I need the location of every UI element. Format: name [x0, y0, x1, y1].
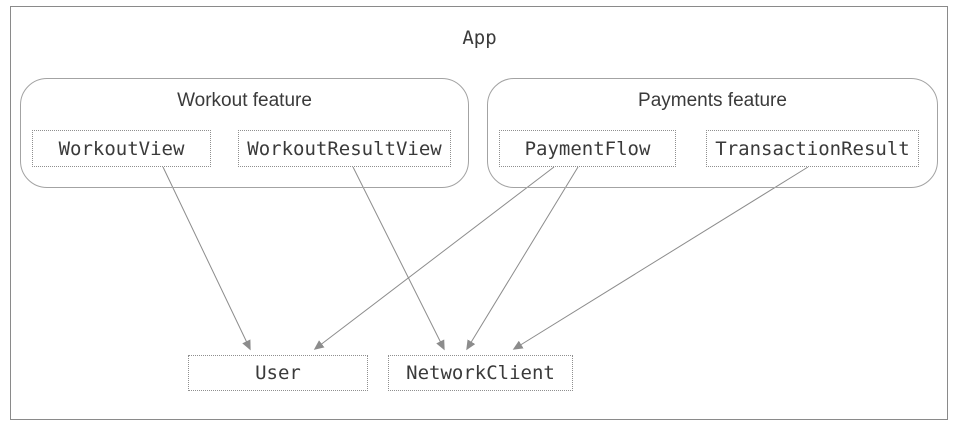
node-transactionresult: TransactionResult [706, 130, 919, 167]
app-container-box [10, 6, 948, 420]
app-title: App [462, 27, 497, 49]
group-workout-feature: Workout feature WorkoutView WorkoutResul… [20, 78, 469, 188]
node-workoutresultview: WorkoutResultView [238, 130, 451, 167]
node-networkclient: NetworkClient [388, 355, 573, 391]
node-workoutview: WorkoutView [32, 130, 211, 167]
group-title-payments: Payments feature [638, 90, 787, 111]
node-paymentflow: PaymentFlow [499, 130, 676, 167]
group-payments-feature: Payments feature PaymentFlow Transaction… [487, 78, 938, 188]
node-user: User [188, 355, 368, 391]
group-title-workout: Workout feature [177, 90, 312, 111]
